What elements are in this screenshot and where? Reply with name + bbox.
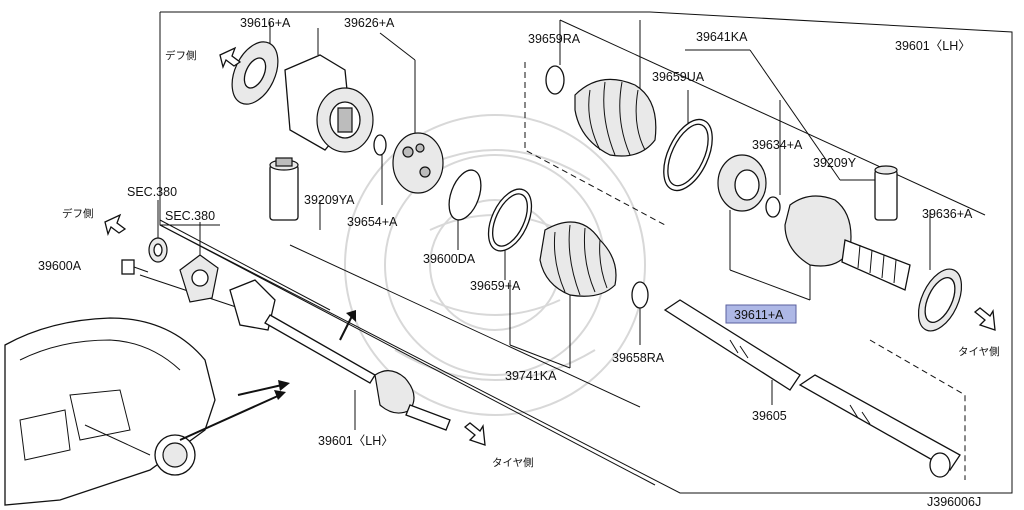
part-tripod-joint: [392, 132, 444, 194]
dashed-lines: [524, 62, 966, 480]
part-39209y-grease: [874, 165, 898, 221]
part-outer-joint: [765, 195, 911, 291]
part-39636-ring: [917, 268, 963, 332]
label-39659[interactable]: 39659+A: [470, 279, 521, 293]
label-39658ra[interactable]: 39658RA: [612, 351, 665, 365]
frame-outline: [159, 11, 1013, 494]
part-39600a-bolt: [121, 259, 149, 275]
highlight-box[interactable]: [725, 304, 797, 324]
part-39641-boot: [574, 78, 657, 157]
label-39626[interactable]: 39626+A: [344, 16, 395, 30]
label-39601-upper[interactable]: 39601〈LH〉: [895, 39, 971, 53]
part-sec380-flange: [179, 254, 219, 303]
part-39654-circlip: [373, 134, 387, 156]
label-39611[interactable]: 39611+A: [734, 308, 784, 322]
label-tire-side-lower: タイヤ側: [492, 456, 534, 469]
part-sec380-seal: [148, 237, 168, 263]
part-39616-ring: [231, 41, 279, 105]
label-39600a[interactable]: 39600A: [38, 259, 82, 273]
part-lower-driveshaft: [229, 279, 451, 431]
label-diff-side-upper: デフ側: [165, 49, 197, 62]
part-39659ua-band: [663, 118, 713, 192]
label-39659ra[interactable]: 39659RA: [528, 32, 581, 46]
direction-labels: デフ側 デフ側 タイヤ側 タイヤ側: [62, 49, 1000, 469]
label-sec380-a[interactable]: SEC.380: [127, 185, 177, 199]
label-39641ka[interactable]: 39641KA: [696, 30, 748, 44]
diagram-code: J396006J: [927, 495, 981, 509]
label-39605[interactable]: 39605: [752, 409, 787, 423]
label-39616[interactable]: 39616+A: [240, 16, 291, 30]
part-39600da-band: [448, 169, 482, 221]
part-labels: 39616+A 39626+A 39659RA 39641KA 39601〈LH…: [38, 16, 973, 448]
part-39605-shaft: [663, 299, 961, 478]
part-39659ra-band: [545, 65, 565, 95]
part-39209ya-grease: [269, 157, 299, 221]
label-39654[interactable]: 39654+A: [347, 215, 398, 229]
label-39741ka[interactable]: 39741KA: [505, 369, 557, 383]
label-tire-side-right: タイヤ側: [958, 345, 1000, 358]
label-39209y[interactable]: 39209Y: [813, 156, 857, 170]
part-39659-band: [487, 188, 533, 252]
label-39634[interactable]: 39634+A: [752, 138, 803, 152]
label-39659ua[interactable]: 39659UA: [652, 70, 705, 84]
label-39209ya[interactable]: 39209YA: [304, 193, 355, 207]
part-39626-housing: [284, 54, 374, 153]
label-sec380-b[interactable]: SEC.380: [165, 209, 215, 223]
part-39634-cage: [717, 154, 767, 212]
label-39601-lower[interactable]: 39601〈LH〉: [318, 434, 394, 448]
part-39741-boot: [539, 221, 617, 297]
label-diff-side-lower: デフ側: [62, 207, 94, 220]
label-39636[interactable]: 39636+A: [922, 207, 973, 221]
vehicle-outline: [4, 317, 216, 506]
label-39600da[interactable]: 39600DA: [423, 252, 476, 266]
part-39658-clamp: [631, 281, 649, 309]
arrows: [104, 46, 996, 446]
